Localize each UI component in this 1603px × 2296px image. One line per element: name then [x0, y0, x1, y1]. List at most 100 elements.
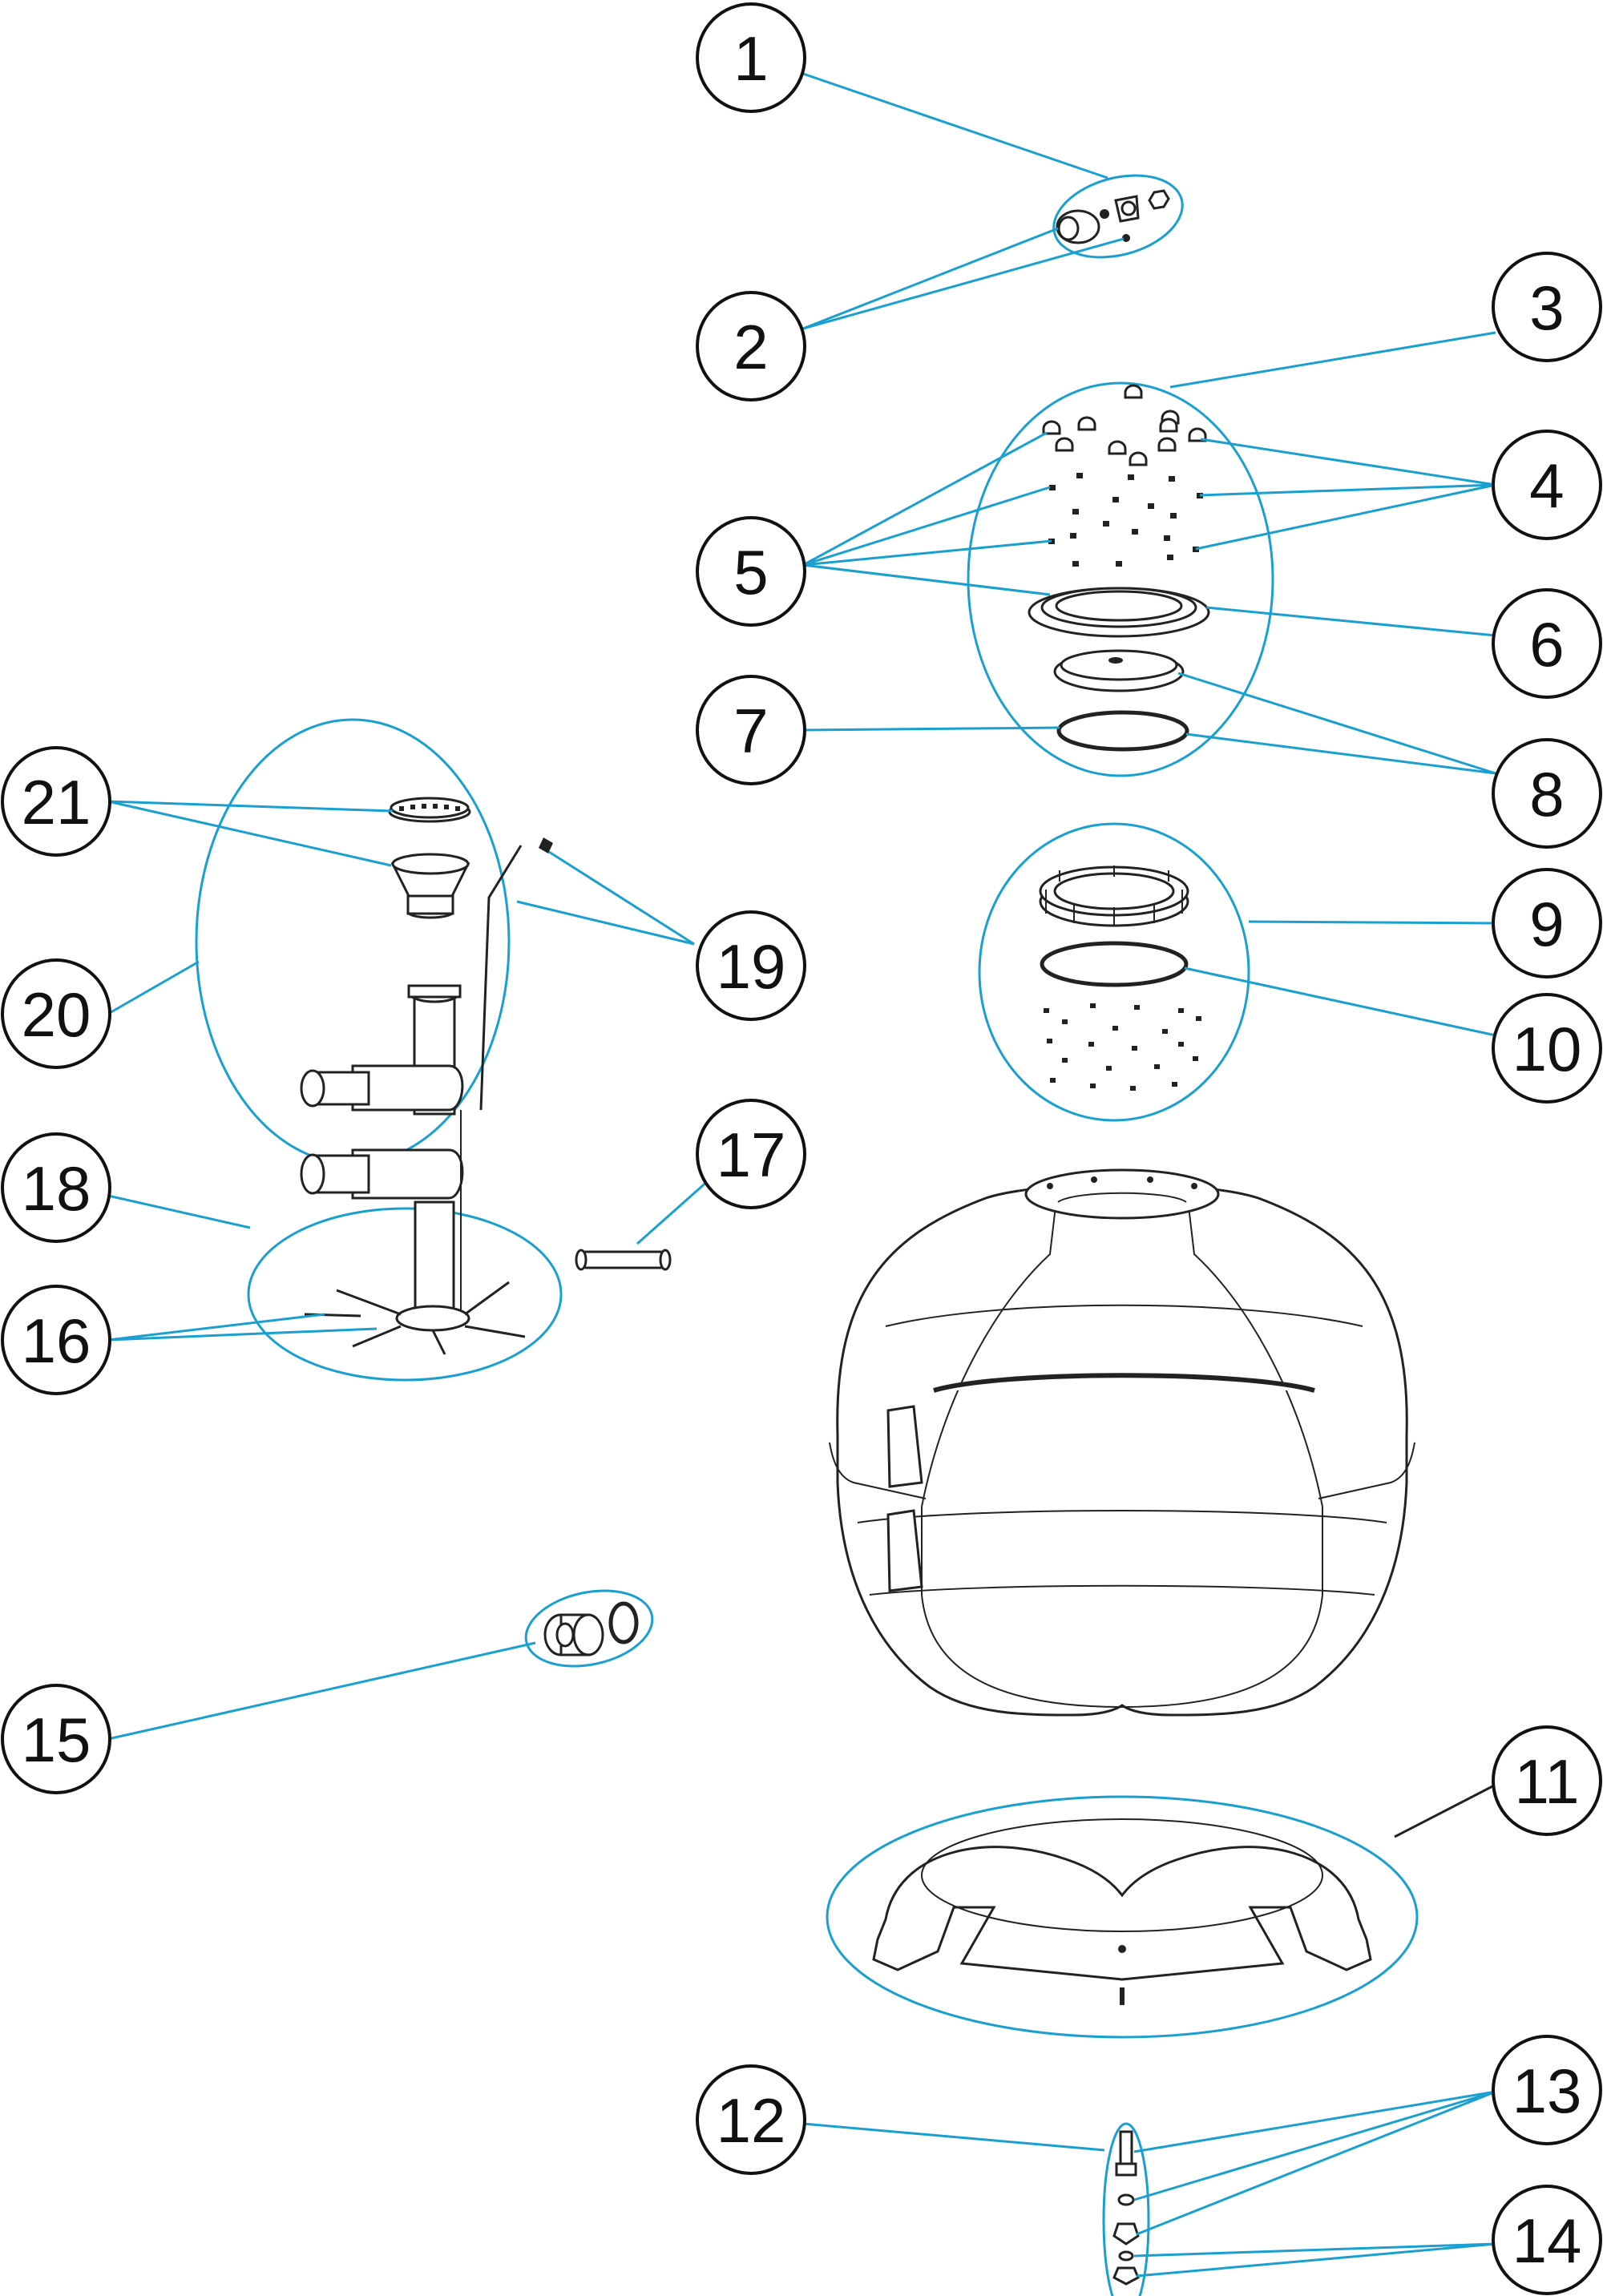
lid-bolt-heads	[1042, 384, 1207, 466]
callout-3: 3	[1492, 252, 1602, 362]
drain-set	[1112, 2130, 1140, 2286]
callout-4: 4	[1492, 430, 1602, 540]
callout-21-label: 21	[22, 767, 91, 837]
leader-15	[107, 1641, 536, 1741]
callout-17: 17	[696, 1099, 806, 1209]
callout-7: 7	[696, 675, 806, 785]
leader-10	[1184, 966, 1496, 1037]
leader-5c	[802, 539, 1052, 567]
callout-5-label: 5	[733, 537, 768, 607]
callout-1: 1	[696, 2, 806, 113]
callout-6: 6	[1492, 588, 1602, 699]
leader-6	[1205, 606, 1496, 637]
filter-tank	[829, 1168, 1415, 1717]
leader-11	[1394, 1783, 1496, 1838]
lateral-pipe	[575, 1249, 672, 1271]
callout-20-label: 20	[22, 979, 91, 1050]
leader-18	[107, 1194, 251, 1229]
callout-2: 2	[696, 291, 806, 401]
tank-base	[872, 1818, 1372, 2005]
callout-11: 11	[1492, 1725, 1602, 1836]
leader-20	[107, 960, 200, 1015]
leader-5b	[802, 486, 1051, 567]
leader-14a	[1133, 2242, 1496, 2258]
callout-9: 9	[1492, 868, 1602, 979]
callout-6-label: 6	[1529, 609, 1564, 680]
callout-10: 10	[1492, 993, 1602, 1104]
leader-7	[802, 726, 1060, 732]
group-outline-lateral-assembly	[247, 1207, 563, 1382]
callout-18-label: 18	[22, 1153, 91, 1224]
leader-13b	[1133, 2090, 1496, 2201]
top-diffuser-assembly	[300, 797, 553, 1116]
lateral-manifold	[300, 1110, 526, 1355]
callout-11-label: 11	[1515, 1746, 1580, 1817]
callout-18: 18	[1, 1132, 111, 1243]
leader-8a	[1177, 672, 1496, 775]
leader-19b	[516, 900, 695, 946]
callout-12-label: 12	[717, 2085, 786, 2156]
group-outline-union	[524, 1589, 654, 1668]
callout-2-label: 2	[733, 312, 768, 382]
flange-o-ring	[1040, 941, 1189, 987]
leader-9	[1248, 920, 1496, 925]
group-outline-base	[826, 1795, 1419, 2039]
leader-12	[802, 2122, 1105, 2152]
callout-14: 14	[1492, 2185, 1602, 2295]
callout-15: 15	[1, 1684, 111, 1794]
callout-4-label: 4	[1529, 450, 1564, 521]
leader-13c	[1136, 2090, 1496, 2236]
leader-1	[802, 72, 1108, 180]
leader-2b	[802, 237, 1125, 330]
leader-21a	[107, 800, 394, 813]
lid-nuts	[1048, 473, 1203, 567]
leader-16b	[107, 1327, 378, 1342]
tank-flange-ring	[1039, 866, 1189, 927]
leader-19a	[548, 850, 695, 946]
leader-14b	[1136, 2242, 1496, 2278]
callout-5: 5	[696, 516, 806, 627]
callout-19-label: 19	[717, 931, 786, 1002]
leader-16a	[107, 1313, 325, 1342]
callout-3-label: 3	[1529, 272, 1564, 343]
leader-4c	[1195, 483, 1496, 551]
callout-21: 21	[1, 746, 111, 857]
lid-flange	[1028, 587, 1210, 638]
flange-hardware	[1044, 1003, 1201, 1091]
callout-10-label: 10	[1512, 1014, 1582, 1084]
leader-lines	[107, 72, 1496, 2278]
callout-16: 16	[1, 1285, 111, 1395]
lid-dome	[1053, 649, 1185, 692]
callout-19: 19	[696, 910, 806, 1021]
callout-12: 12	[696, 2064, 806, 2175]
group-outline-lid-assembly	[967, 381, 1274, 777]
group-outline-flange-ring	[978, 822, 1250, 1122]
callout-16-label: 16	[22, 1305, 91, 1376]
leader-17	[636, 1178, 710, 1245]
callout-1-label: 1	[733, 23, 768, 94]
leader-4a	[1200, 438, 1496, 486]
leader-5a	[802, 431, 1048, 567]
leader-21b	[107, 800, 392, 867]
lid-hardware	[1042, 384, 1207, 567]
leader-3	[1169, 331, 1496, 389]
callout-8: 8	[1492, 738, 1602, 849]
group-outline-drain-set	[1102, 2122, 1150, 2296]
valve-fittings	[1056, 189, 1170, 244]
leader-4b	[1199, 483, 1496, 497]
leader-13a	[1133, 2090, 1496, 2153]
callout-14-label: 14	[1512, 2205, 1582, 2276]
callout-20: 20	[1, 958, 111, 1069]
callout-15-label: 15	[22, 1705, 91, 1775]
lid-o-ring	[1056, 710, 1189, 752]
callout-8-label: 8	[1529, 759, 1564, 829]
callout-7-label: 7	[733, 696, 768, 766]
callout-17-label: 17	[717, 1120, 786, 1190]
diffuser-slots	[399, 804, 460, 811]
leader-5d	[802, 563, 1051, 596]
leader-8b	[1185, 732, 1496, 775]
leader-2a	[802, 227, 1059, 330]
group-outline-valve-fittings	[1052, 174, 1184, 259]
